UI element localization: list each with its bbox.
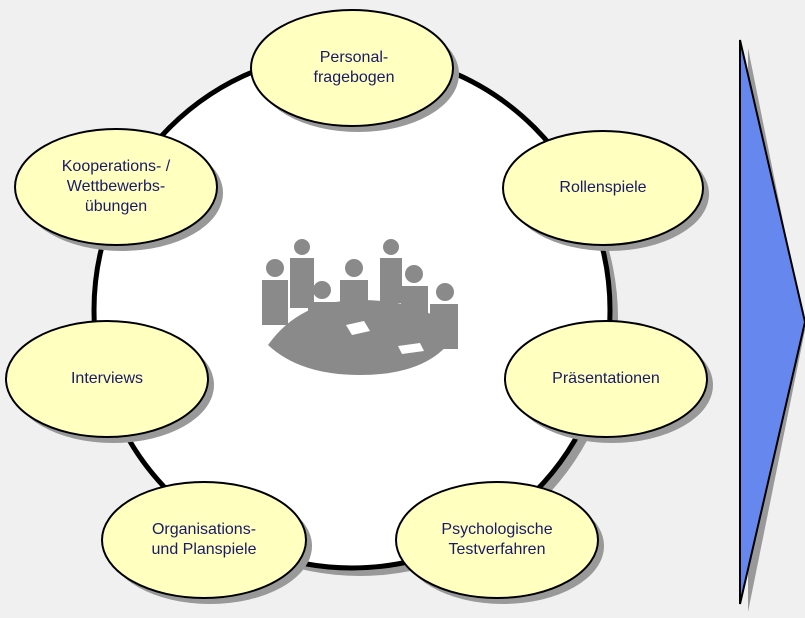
ellipse-rollen <box>502 130 709 251</box>
node-label-organisation: Organisations- und Planspiele <box>151 521 257 558</box>
node-label-praesentationen: Präsentationen <box>552 370 660 387</box>
process-arrow <box>739 39 805 612</box>
meeting-people-icon <box>258 228 468 388</box>
node-label-rollen: Rollenspiele <box>559 179 647 196</box>
ellipse-praesentationen <box>504 320 713 443</box>
node-label-personal: Personal- fragebogen <box>313 49 395 86</box>
ellipse-psych <box>395 481 604 604</box>
ellipse-kooperation <box>14 128 223 251</box>
ellipse-organisation <box>101 481 312 604</box>
ellipse-personal <box>250 9 459 132</box>
node-label-interviews: Interviews <box>70 370 144 387</box>
node-label-kooperation: Kooperations- / Wettbewerbs- übungen <box>61 158 171 215</box>
ellipse-interviews <box>5 320 214 443</box>
node-label-psych: Psychologische Testverfahren <box>441 521 553 558</box>
